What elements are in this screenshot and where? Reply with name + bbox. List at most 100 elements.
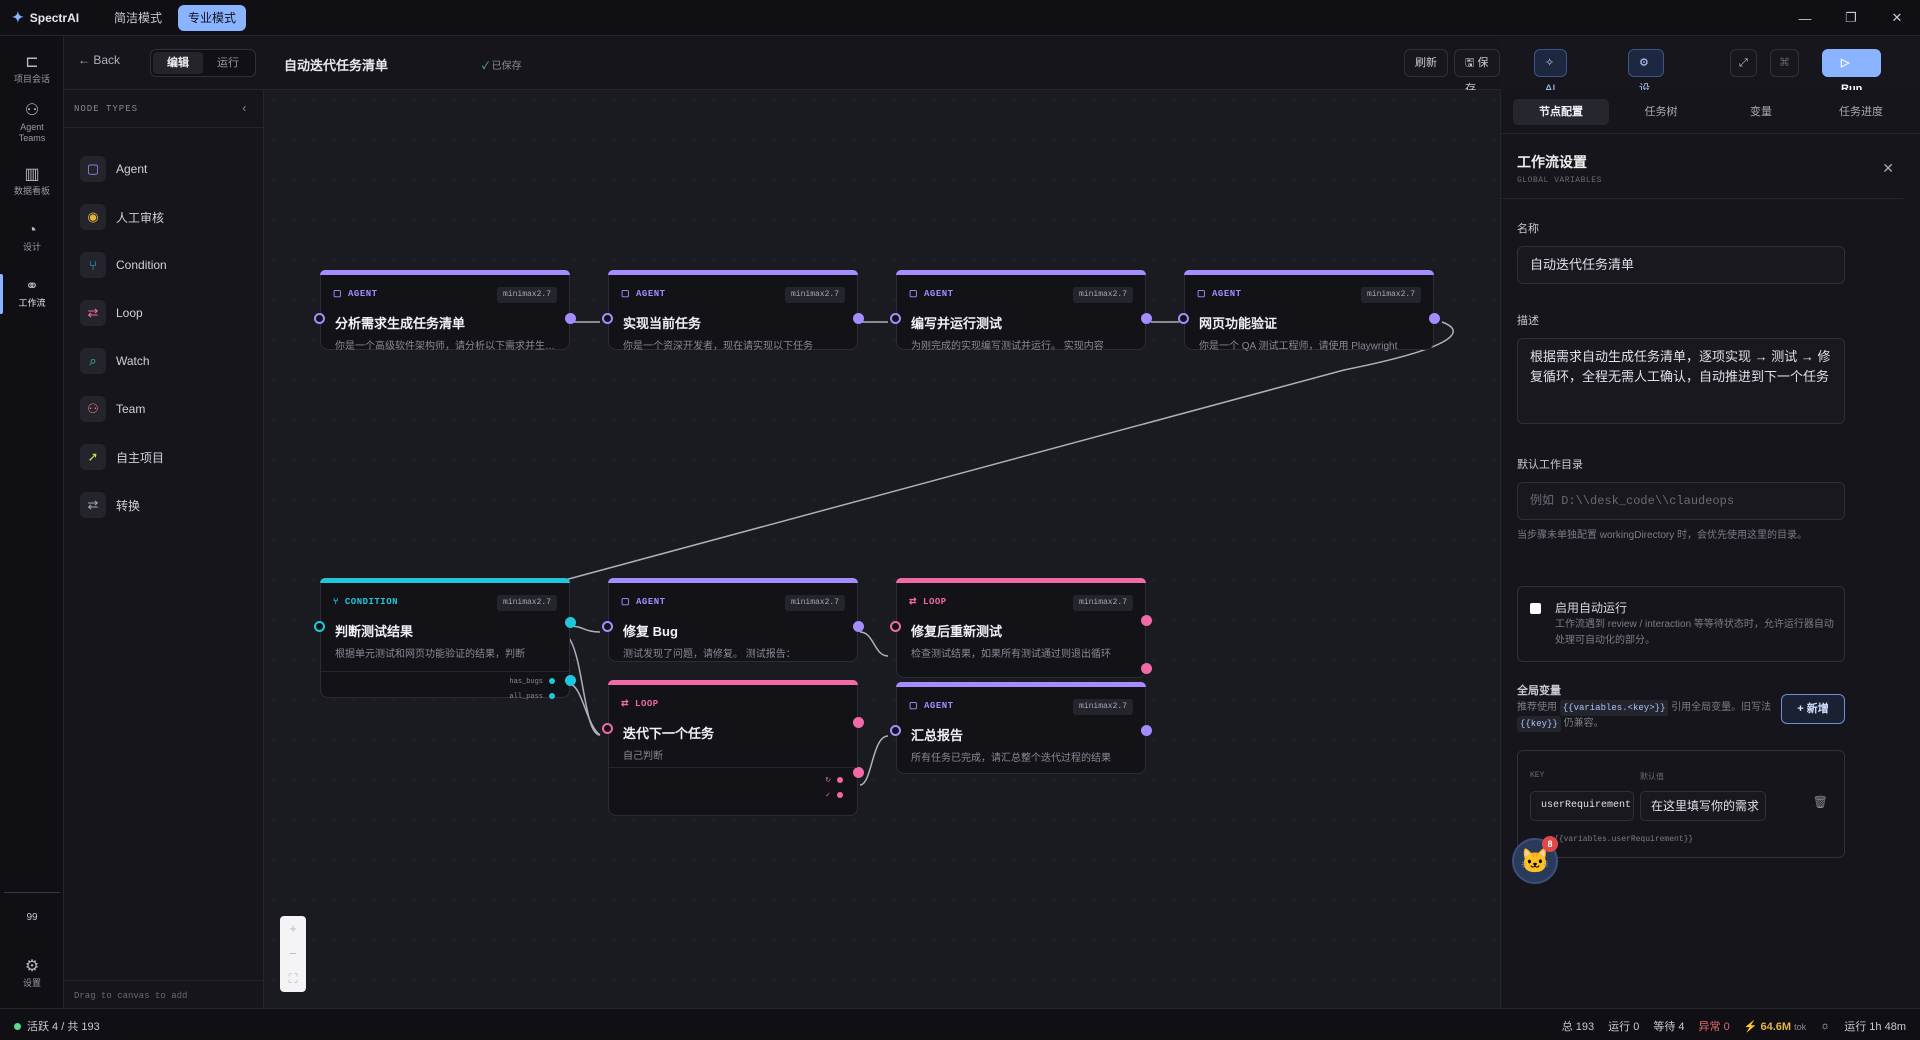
output-port[interactable] <box>853 767 864 778</box>
input-port[interactable] <box>890 313 901 324</box>
node-type-item[interactable]: ⌕Watch <box>80 346 150 376</box>
rail-item-workflow[interactable]: ⚭ 工作流 <box>0 274 64 314</box>
name-input[interactable]: 自动迭代任务清单 <box>1517 246 1845 284</box>
edge-n5-n8b <box>568 683 601 736</box>
auto-run-checkbox[interactable] <box>1530 603 1541 614</box>
output-port[interactable] <box>565 313 576 324</box>
input-port[interactable] <box>1178 313 1189 324</box>
trash-icon[interactable]: 🗑 <box>1812 795 1828 809</box>
rail-label: 设置 <box>22 978 41 988</box>
close-icon[interactable]: ✕ <box>1882 160 1894 176</box>
fit-view-icon[interactable]: ⛶ <box>288 971 298 986</box>
tab-task-progress[interactable]: 任务进度 <box>1839 106 1883 118</box>
node-type-item[interactable]: ⇄Loop <box>80 298 143 328</box>
back-button[interactable]: ← Back <box>78 53 120 67</box>
output-port[interactable] <box>1141 725 1152 736</box>
output-port[interactable] <box>1429 313 1440 324</box>
node-header: ▢AGENT <box>1197 289 1242 299</box>
node-type-item[interactable]: ◉人工审核 <box>80 202 164 232</box>
node-types-footer: Drag to canvas to add <box>64 980 264 1008</box>
node-type-item[interactable]: ⑂Condition <box>80 250 167 280</box>
node-title: 分析需求生成任务清单 <box>335 316 466 331</box>
loop-icon: ⇄ <box>621 699 630 709</box>
output-port[interactable] <box>1141 663 1152 674</box>
input-port[interactable] <box>314 313 325 324</box>
node-type-icon: ▢ <box>80 156 106 182</box>
var-key-input[interactable]: userRequirement <box>1530 791 1634 821</box>
tab-node-config[interactable]: 节点配置 <box>1513 99 1609 125</box>
refresh-button[interactable]: 刷新 <box>1404 49 1448 77</box>
input-port[interactable] <box>890 725 901 736</box>
tab-task-tree[interactable]: 任务树 <box>1644 106 1678 118</box>
zoom-out-icon[interactable]: − <box>289 946 297 961</box>
close-window-icon[interactable]: ✕ <box>1891 10 1903 25</box>
node-title: 网页功能验证 <box>1199 316 1278 331</box>
rail-item-sessions[interactable]: ⊏ 项目会话 <box>0 54 64 85</box>
rail-item-settings[interactable]: ⚙ 设置 <box>0 958 64 989</box>
rail-item-agent-teams[interactable]: ⚇ Agent Teams <box>0 102 64 144</box>
desc-label: 描述 <box>1517 315 1539 327</box>
mode-pro-button[interactable]: 专业模式 <box>178 4 247 31</box>
input-port[interactable] <box>602 313 613 324</box>
output-port[interactable] <box>853 717 864 728</box>
theme-toggle-icon[interactable]: ☼ <box>1820 1020 1831 1032</box>
input-port[interactable] <box>602 621 613 632</box>
var-default-input[interactable]: 在这里填写你的需求 <box>1640 791 1766 821</box>
minimize-icon[interactable]: — <box>1798 10 1812 26</box>
node-type-item[interactable]: ⇄转换 <box>80 490 140 520</box>
output-port[interactable] <box>565 617 576 628</box>
tab-edit[interactable]: 编辑 <box>153 52 203 74</box>
run-button[interactable]: ▷ Run <box>1822 49 1882 95</box>
node-accent-bar <box>608 270 858 275</box>
ai-generate-button[interactable]: ✧ AI 生成 <box>1534 49 1567 147</box>
input-port[interactable] <box>890 621 901 632</box>
model-badge: minimax2.7 <box>1072 699 1133 715</box>
fullscreen-icon[interactable]: ⤢ <box>1730 49 1757 77</box>
output-port[interactable] <box>1141 313 1152 324</box>
node-type-label: 人工审核 <box>116 210 165 225</box>
desc-textarea[interactable]: 根据需求自动生成任务清单，逐项实现 → 测试 → 修复循环，全程无需人工确认，自… <box>1517 338 1845 424</box>
assistant-avatar[interactable]: 🐱 8 <box>1512 836 1558 884</box>
collapse-chevron-icon[interactable]: ‹ <box>240 102 249 116</box>
node-type-item[interactable]: ⚇Team <box>80 394 145 424</box>
window-controls: — ❐ ✕ <box>1782 0 1920 36</box>
saved-label: 已保存 <box>491 61 522 72</box>
output-port[interactable] <box>1141 615 1152 626</box>
shortcut-icon[interactable]: ⌘ <box>1770 49 1799 77</box>
dir-input[interactable]: 例如 D:\\desk_code\\claudeops <box>1517 482 1845 520</box>
waiting-count: 等待 4 <box>1653 1021 1685 1033</box>
node-type-item[interactable]: ➚自主项目 <box>80 442 164 472</box>
tab-run[interactable]: 运行 <box>217 57 239 69</box>
add-variable-button[interactable]: + 新增 <box>1781 694 1845 724</box>
output-port[interactable] <box>853 621 864 632</box>
rail-item-dashboard[interactable]: ▥ 数据看板 <box>0 166 64 197</box>
vars-hint-text: 引用全局变量。旧写法 <box>1671 702 1772 713</box>
rail-item-design[interactable]: ◔ 设计 <box>0 222 64 253</box>
save-button[interactable]: 🖫 保存 <box>1454 49 1500 95</box>
output-port[interactable] <box>565 675 576 686</box>
output-port[interactable] <box>853 313 864 324</box>
input-port[interactable] <box>314 621 325 632</box>
tab-variables[interactable]: 变量 <box>1750 106 1772 118</box>
settings-vars-button[interactable]: ⚙ 设置/变量 <box>1628 49 1665 173</box>
chat-icon: ▢ <box>909 289 919 299</box>
input-port[interactable] <box>602 723 613 734</box>
restore-icon[interactable]: ❐ <box>1845 10 1857 25</box>
node-type-label: Team <box>116 402 146 416</box>
output-label: all_pass <box>509 693 543 701</box>
mode-simple-button[interactable]: 简洁模式 <box>114 10 163 25</box>
zoom-in-icon[interactable]: + <box>289 921 297 936</box>
workflow-title: 自动迭代任务清单 <box>284 58 389 73</box>
node-type-label: AGENT <box>636 597 666 607</box>
node-type-item[interactable]: ▢Agent <box>80 154 147 184</box>
